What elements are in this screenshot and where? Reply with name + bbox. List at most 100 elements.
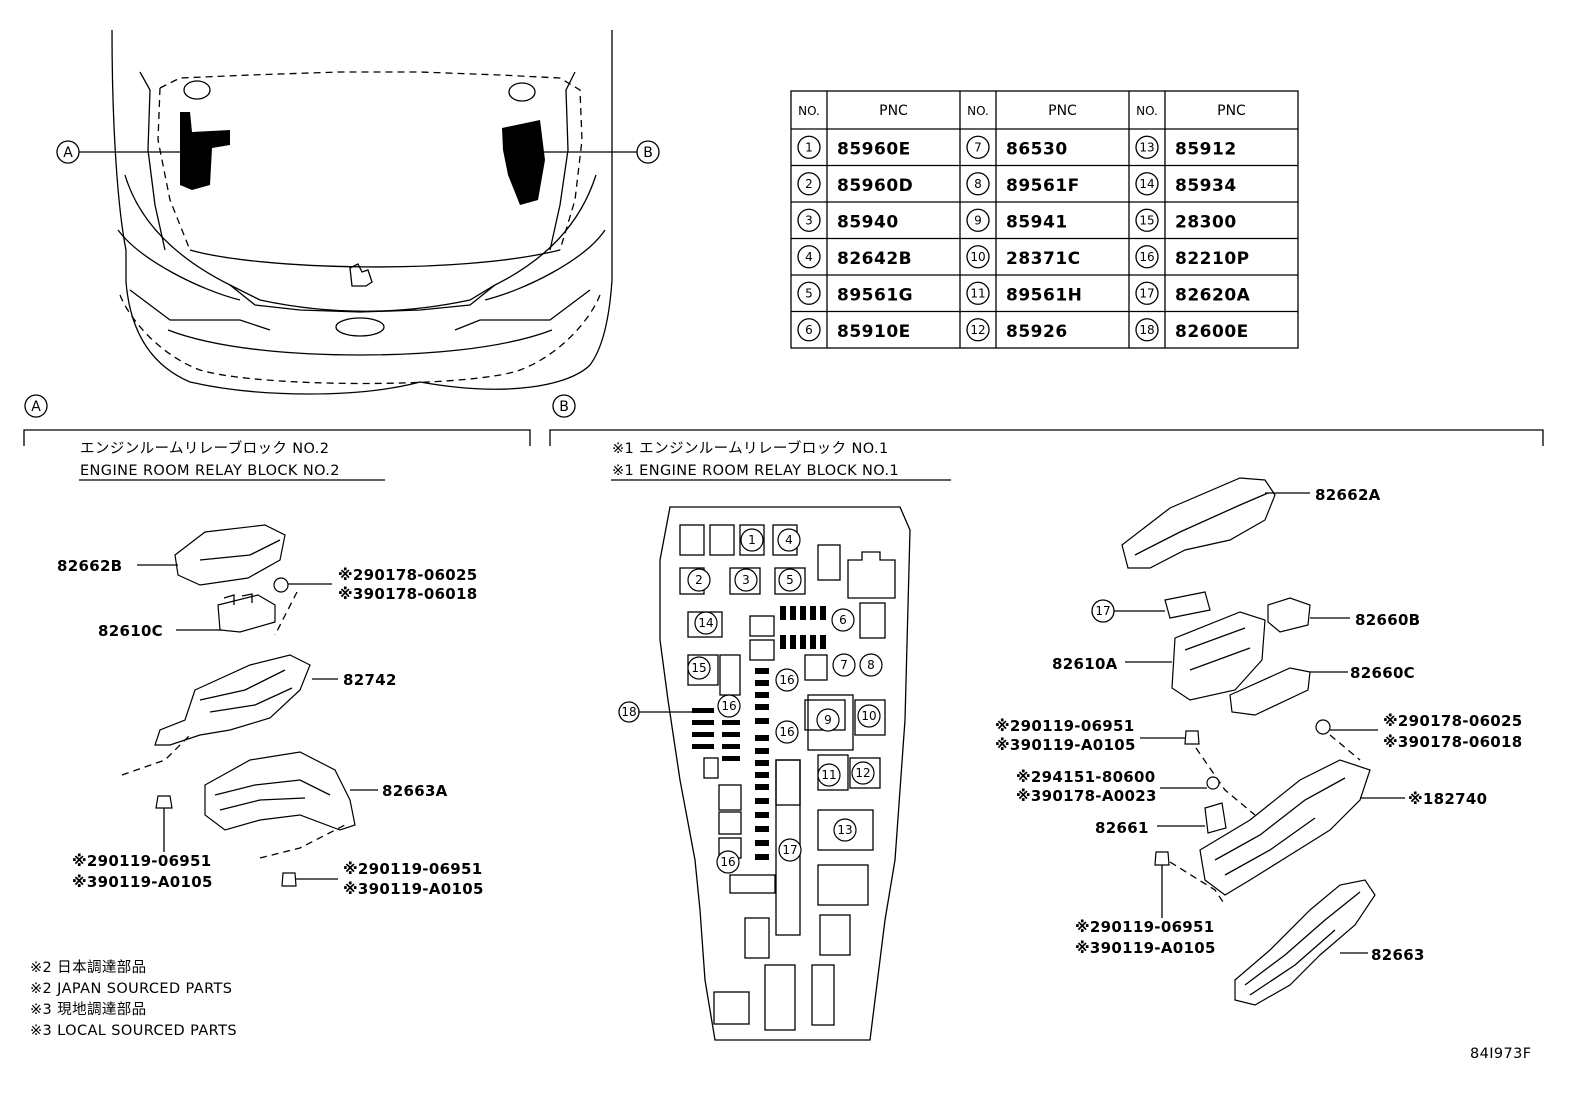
fuse-slot <box>800 606 806 620</box>
fuse-slot <box>755 692 769 698</box>
table-row-number: 17 <box>1139 286 1154 300</box>
fuse-slot <box>729 874 776 894</box>
table-pnc-value: 85912 <box>1175 139 1237 159</box>
table-pnc-value: 85910E <box>837 322 911 342</box>
notes: ※2 日本調達部品 ※2 JAPAN SOURCED PARTS ※3 現地調達… <box>30 959 237 1039</box>
table-row-number: 1 <box>805 140 813 154</box>
fuse-number: 15 <box>691 661 706 675</box>
table-row-number-circle <box>966 318 990 342</box>
section-a-title-en: ENGINE ROOM RELAY BLOCK NO.2 <box>80 463 340 479</box>
fuse-slot <box>744 917 770 959</box>
fuse-slot <box>692 732 714 737</box>
fuse-slot <box>790 635 796 649</box>
fuse-callout-18: 18 <box>621 705 636 719</box>
section-a: A エンジンルームリレーブロック NO.2 ENGINE ROOM RELAY … <box>23 394 531 898</box>
fuse-slot <box>749 639 775 661</box>
fuse-number-circle <box>775 720 799 744</box>
part-a-nut-2: ※390178-06018 <box>338 585 478 603</box>
fuse-slot <box>739 524 765 556</box>
fuse-slot <box>755 798 769 804</box>
section-b-title-jp: ※1 エンジンルームリレーブロック NO.1 <box>612 439 889 457</box>
fuse-slot <box>755 735 769 741</box>
part-b-nut-1: ※290178-06025 <box>1383 712 1523 730</box>
fuse-slot <box>790 606 796 620</box>
fuse-number-circle <box>740 528 764 552</box>
fuse-slot <box>854 699 886 736</box>
fuse-slot <box>810 635 816 649</box>
part-82610a: 82610A <box>1052 655 1118 673</box>
fuse-number: 6 <box>839 613 847 627</box>
table-row-number-circle <box>966 172 990 196</box>
table-row-number: 9 <box>974 213 982 227</box>
part-82610c: 82610C <box>98 622 163 640</box>
table-row-number: 3 <box>805 213 813 227</box>
fuse-slot <box>811 964 835 1026</box>
fuse-number-circle <box>775 668 799 692</box>
table-row-number-circle <box>966 135 990 159</box>
table-row-number: 15 <box>1139 213 1154 227</box>
table-row-number: 4 <box>805 250 813 264</box>
fuse-number-circle <box>778 838 802 862</box>
fuse-slot <box>800 635 806 649</box>
fuse-number: 9 <box>824 713 832 727</box>
fuse-slot <box>722 756 740 761</box>
fuse-number-circle <box>717 694 741 718</box>
fuse-slot <box>749 615 775 637</box>
table-pnc-value: 82642B <box>837 249 912 269</box>
pnc-table-frame <box>790 90 1299 349</box>
fuse-slot <box>817 544 841 581</box>
table-header: NO. <box>1136 104 1158 118</box>
part-82742: 82742 <box>343 671 397 689</box>
note-2: ※2 JAPAN SOURCED PARTS <box>30 981 232 997</box>
table-row-number: 10 <box>970 250 985 264</box>
fuse-number: 7 <box>840 658 848 672</box>
note-4: ※3 LOCAL SOURCED PARTS <box>30 1023 237 1039</box>
table-pnc-value: 82210P <box>1175 249 1250 269</box>
table-header: NO. <box>798 104 820 118</box>
table-row-number-circle <box>1135 135 1159 159</box>
table-row-number-circle <box>797 281 821 305</box>
part-82663a: 82663A <box>382 782 448 800</box>
fuse-slot <box>847 551 896 599</box>
callout-a-label: A <box>63 145 73 161</box>
fuse-number-circle <box>734 568 758 592</box>
fuse-number-circle <box>833 818 857 842</box>
fuse-slot <box>755 772 769 778</box>
table-row-number-circle <box>797 208 821 232</box>
table-pnc-value: 85960D <box>837 176 913 196</box>
part-b-nut-4: ※390178-A0023 <box>1016 787 1157 805</box>
section-a-marker: A <box>31 399 41 415</box>
table-pnc-value: 28371C <box>1006 249 1081 269</box>
fuse-number: 11 <box>821 768 836 782</box>
fuse-number-circle <box>716 850 740 874</box>
fuse-slot <box>807 694 854 751</box>
fuse-number-circle <box>777 528 801 552</box>
fuse-slot <box>775 759 801 806</box>
part-82660c: 82660C <box>1350 664 1415 682</box>
fuse-number: 8 <box>867 658 875 672</box>
table-pnc-value: 89561H <box>1006 285 1082 305</box>
fuse-number: 16 <box>779 673 794 687</box>
fuse-slot <box>692 720 714 725</box>
table-row-number: 16 <box>1139 250 1154 264</box>
part-a-bolt-2: ※390119-A0105 <box>72 873 213 891</box>
fuse-slot <box>755 812 769 818</box>
fuse-number-circle <box>832 653 856 677</box>
table-row-number: 5 <box>805 286 813 300</box>
fuse-slot <box>820 635 826 649</box>
fuse-slot <box>804 654 828 681</box>
table-row-number: 14 <box>1139 177 1154 191</box>
table-header: NO. <box>967 104 989 118</box>
fuse-slot <box>718 811 742 835</box>
section-a-title-jp: エンジンルームリレーブロック NO.2 <box>80 439 329 457</box>
table-row-number-circle <box>797 318 821 342</box>
part-b-bolt-2: ※390119-A0105 <box>995 736 1136 754</box>
table-pnc-value: 85926 <box>1006 322 1068 342</box>
table-row-number-circle <box>966 208 990 232</box>
part-182740: ※182740 <box>1408 790 1487 808</box>
fuse-number-circle <box>859 653 883 677</box>
fuse-slot <box>764 964 796 1031</box>
table-row-number: 7 <box>974 140 982 154</box>
fuse-slot <box>755 748 769 754</box>
